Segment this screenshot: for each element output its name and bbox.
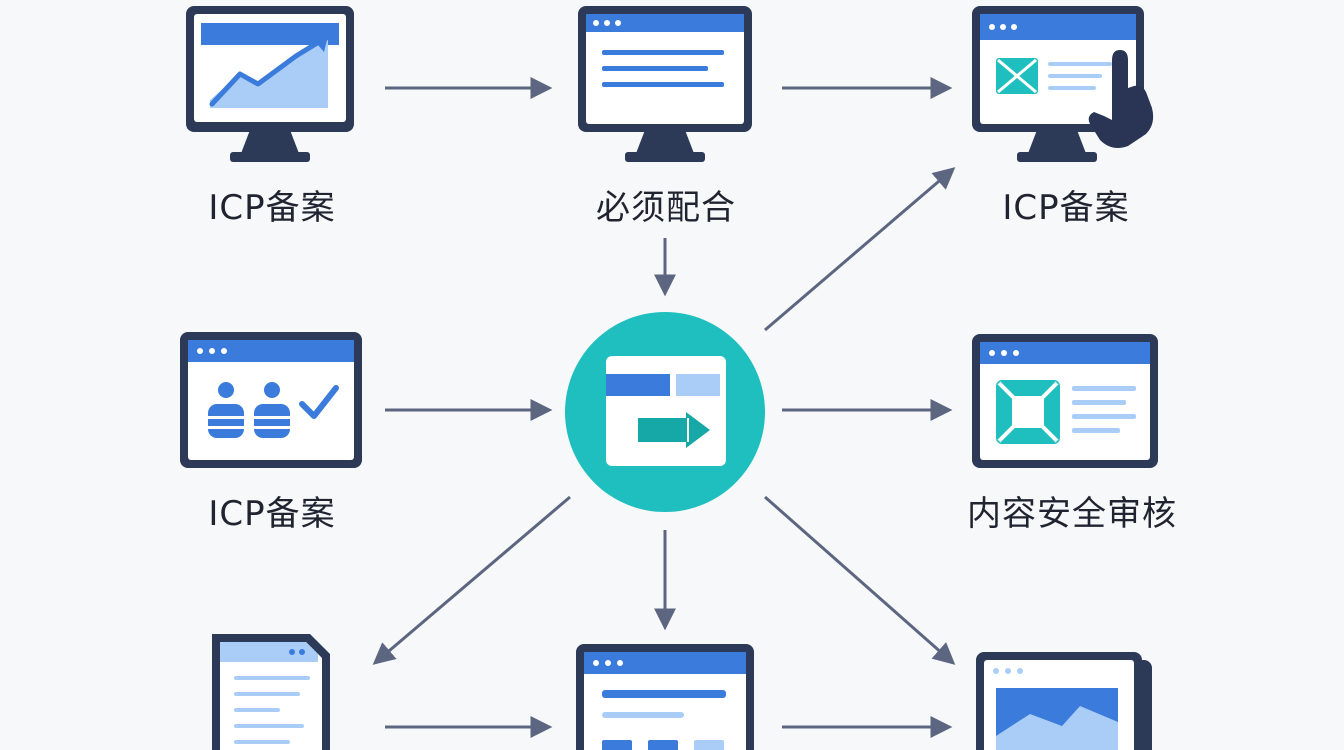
label-top-center: 必须配合: [596, 188, 736, 228]
label-top-right: ICP备案: [1002, 188, 1130, 228]
label-mid-right: 内容安全审核: [967, 494, 1177, 534]
arrow-hub-to-bottom-right: [764, 495, 956, 665]
browser-image-stack-icon: [976, 652, 1152, 750]
arrows: [372, 77, 956, 738]
document-icon: [212, 634, 330, 750]
monitor-chart-icon: [186, 6, 354, 162]
hub-process-icon: [565, 312, 765, 512]
browser-form-icon: [576, 644, 754, 750]
label-mid-left: ICP备案: [208, 494, 336, 534]
hand-cursor-icon: [1088, 50, 1154, 148]
browser-users-check-icon: [180, 332, 362, 468]
monitor-document-icon: [578, 6, 752, 162]
label-top-left: ICP备案: [208, 188, 336, 228]
arrow-hub-to-top-right: [764, 167, 956, 332]
arrow-hub-to-bottom-left: [372, 495, 571, 665]
browser-content-audit-icon: [972, 334, 1158, 468]
monitor-mail-click-icon: [972, 6, 1144, 162]
